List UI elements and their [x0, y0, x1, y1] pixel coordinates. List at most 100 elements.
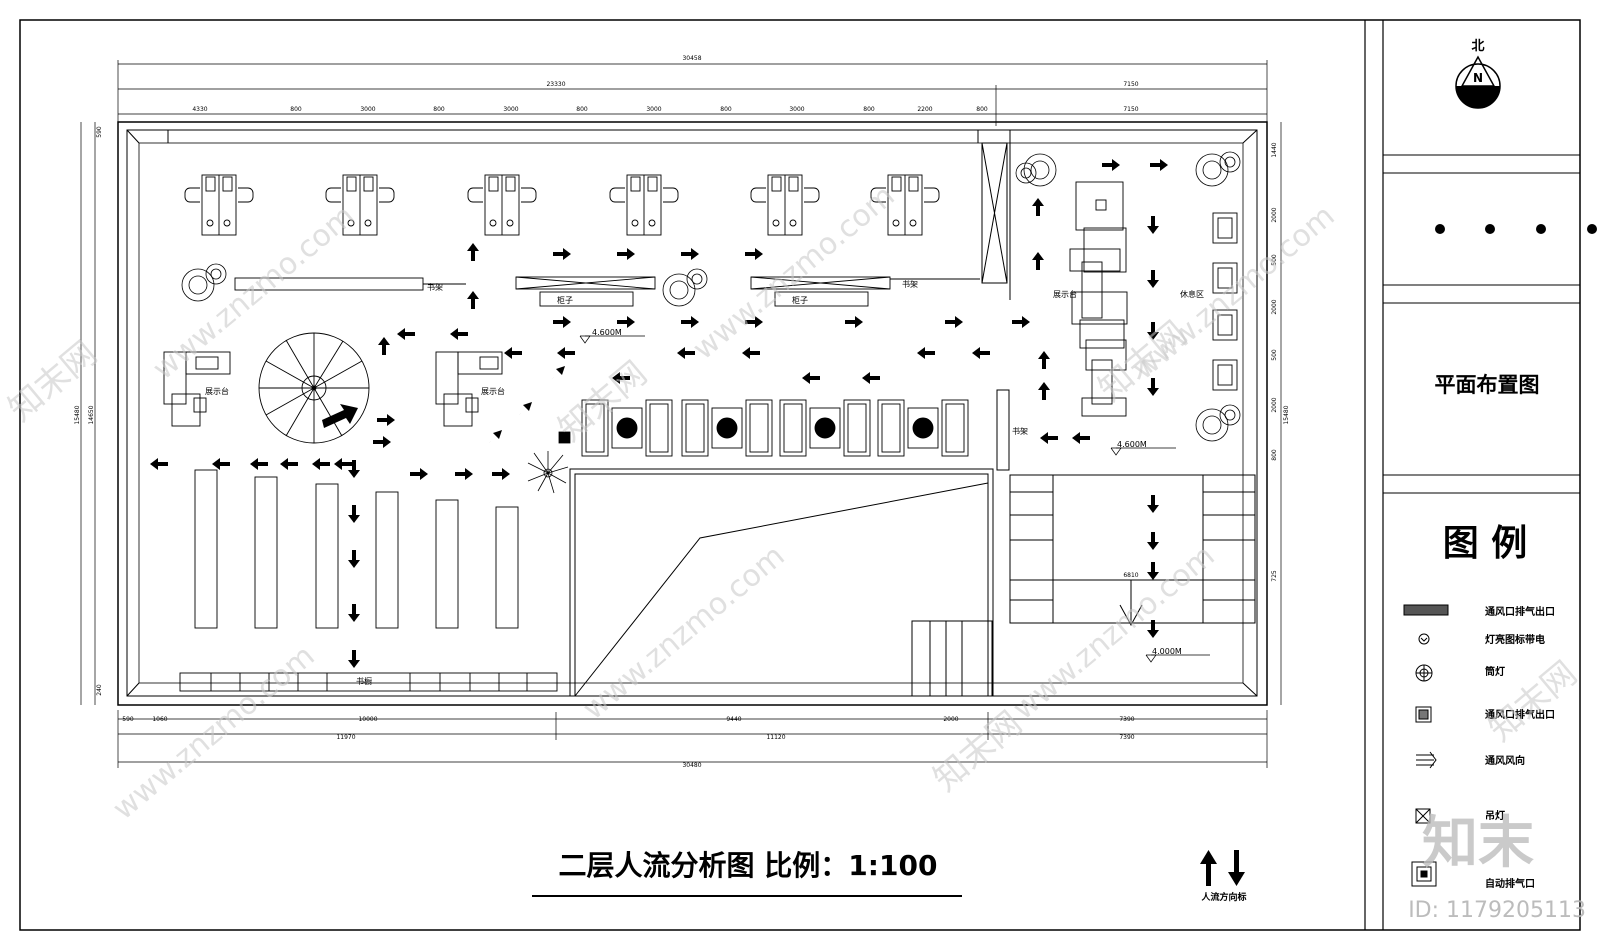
rest-area-seating — [1212, 212, 1238, 391]
display-stand-label: 展示台 — [205, 386, 229, 396]
building-walls — [117, 121, 1268, 706]
sheet-frame — [19, 19, 1581, 931]
svg-text:800: 800 — [720, 106, 732, 113]
svg-text:www.znzmo.com: www.znzmo.com — [106, 638, 321, 827]
flow-arrow — [397, 328, 415, 340]
display-stand-label: 展示台 — [1053, 289, 1077, 299]
svg-text:590: 590 — [96, 126, 103, 138]
flow-direction-icon — [1200, 850, 1245, 886]
flow-arrow — [410, 468, 428, 480]
svg-text:www.znzmo.com: www.znzmo.com — [576, 538, 791, 727]
flow-arrow — [212, 458, 230, 470]
svg-text:500: 500 — [1271, 349, 1278, 361]
svg-text:7150: 7150 — [1123, 106, 1138, 113]
flow-arrow — [742, 347, 760, 359]
legend-item-label: 自动排气口 — [1485, 877, 1535, 890]
flow-arrow — [373, 436, 391, 448]
flow-arrow — [492, 468, 510, 480]
flow-arrow — [250, 458, 268, 470]
north-letter: N — [1473, 71, 1483, 85]
legend-item-label: 通风口排气出口 — [1485, 708, 1555, 721]
auto-exhaust-icon — [1411, 861, 1437, 887]
flow-arrow — [1032, 198, 1044, 216]
flow-arrow — [845, 316, 863, 328]
flow-arrow — [1147, 378, 1159, 396]
flow-arrow — [802, 372, 820, 384]
entry-arrow — [322, 404, 358, 428]
flow-arrow — [378, 337, 390, 355]
svg-text:11120: 11120 — [766, 734, 785, 741]
svg-text:14650: 14650 — [88, 405, 95, 424]
legend-item-label: 通风风向 — [1485, 754, 1525, 767]
svg-text:10000: 10000 — [358, 716, 377, 723]
display-stand-label: 展示台 — [481, 386, 505, 396]
flow-arrow — [681, 316, 699, 328]
flow-arrow — [1102, 159, 1120, 171]
north-label: 北 — [1471, 39, 1484, 54]
flow-arrow — [467, 243, 479, 261]
flow-arrow — [553, 316, 571, 328]
svg-text:30458: 30458 — [682, 55, 701, 62]
svg-text:www.znzmo.com: www.znzmo.com — [686, 178, 901, 367]
reading-tables — [184, 174, 940, 236]
svg-text:3000: 3000 — [646, 106, 661, 113]
flow-arrows — [150, 159, 1168, 668]
flow-arrow — [862, 372, 880, 384]
sheet-name: 平面布置图 — [1435, 373, 1540, 397]
lounge-sofas — [581, 399, 969, 457]
flow-arrow — [1147, 216, 1159, 234]
level-label: 4.600M — [592, 328, 622, 337]
flow-arrow — [617, 316, 635, 328]
flow-arrow — [348, 505, 360, 523]
flow-arrow — [557, 347, 575, 359]
legend-item-label: 吊灯 — [1485, 809, 1505, 822]
flow-arrow — [917, 347, 935, 359]
flow-arrow — [553, 248, 571, 260]
legend-heading: 图 例 — [1443, 523, 1528, 564]
flow-arrow — [467, 291, 479, 309]
dimension-text: 30458 23330 7150 4330 800 3000 800 3000 … — [74, 55, 1290, 769]
stair-dimension: 6810 — [1123, 572, 1138, 579]
svg-text:www.znzmo.com: www.znzmo.com — [1006, 538, 1221, 727]
svg-text:590: 590 — [122, 716, 134, 723]
flow-arrow — [1040, 432, 1058, 444]
flow-arrow — [1072, 432, 1090, 444]
level-label: 4.000M — [1152, 647, 1182, 656]
palm-plant — [527, 451, 569, 494]
flow-arrow — [677, 347, 695, 359]
flow-arrow — [150, 458, 168, 470]
svg-text:800: 800 — [576, 106, 588, 113]
legend-labels: 通风口排气出口 灯亮图标带电 筒灯 通风口排气出口 通风风向 吊灯 自动排气口 — [1485, 605, 1555, 890]
drawing-title: 二层人流分析图 比例：1:100 — [559, 849, 938, 882]
flow-arrow — [348, 604, 360, 622]
flow-arrow — [519, 402, 532, 415]
flow-arrow — [1147, 620, 1159, 638]
legend-icons — [1403, 604, 1449, 887]
flow-arrow — [504, 347, 522, 359]
flow-arrow — [612, 372, 630, 384]
svg-text:3000: 3000 — [360, 106, 375, 113]
display-stands — [163, 181, 1128, 427]
flow-arrow — [1147, 270, 1159, 288]
flow-arrow — [945, 316, 963, 328]
flow-arrow — [745, 248, 763, 260]
svg-text:1440: 1440 — [1271, 142, 1278, 157]
north-arrow: 北 N — [1455, 39, 1501, 109]
svg-text:7390: 7390 — [1119, 734, 1134, 741]
flow-arrow — [1032, 252, 1044, 270]
level-label: 4.600M — [1117, 440, 1147, 449]
bookshelf-label: 书架 — [1012, 426, 1028, 436]
vent-square-icon — [1415, 706, 1432, 723]
svg-text:7390: 7390 — [1119, 716, 1134, 723]
plants — [181, 151, 1241, 494]
watermark-id: ID: 1179205113 — [1408, 898, 1586, 923]
svg-text:240: 240 — [96, 684, 103, 696]
flow-direction-label: 人流方向标 — [1200, 891, 1246, 903]
watermark-logo: 知末 — [1422, 811, 1534, 876]
svg-text:800: 800 — [290, 106, 302, 113]
flow-arrow — [348, 460, 360, 478]
svg-text:www.znzmo.com: www.znzmo.com — [146, 198, 361, 387]
flow-arrow — [312, 458, 330, 470]
flow-arrow — [1038, 351, 1050, 369]
